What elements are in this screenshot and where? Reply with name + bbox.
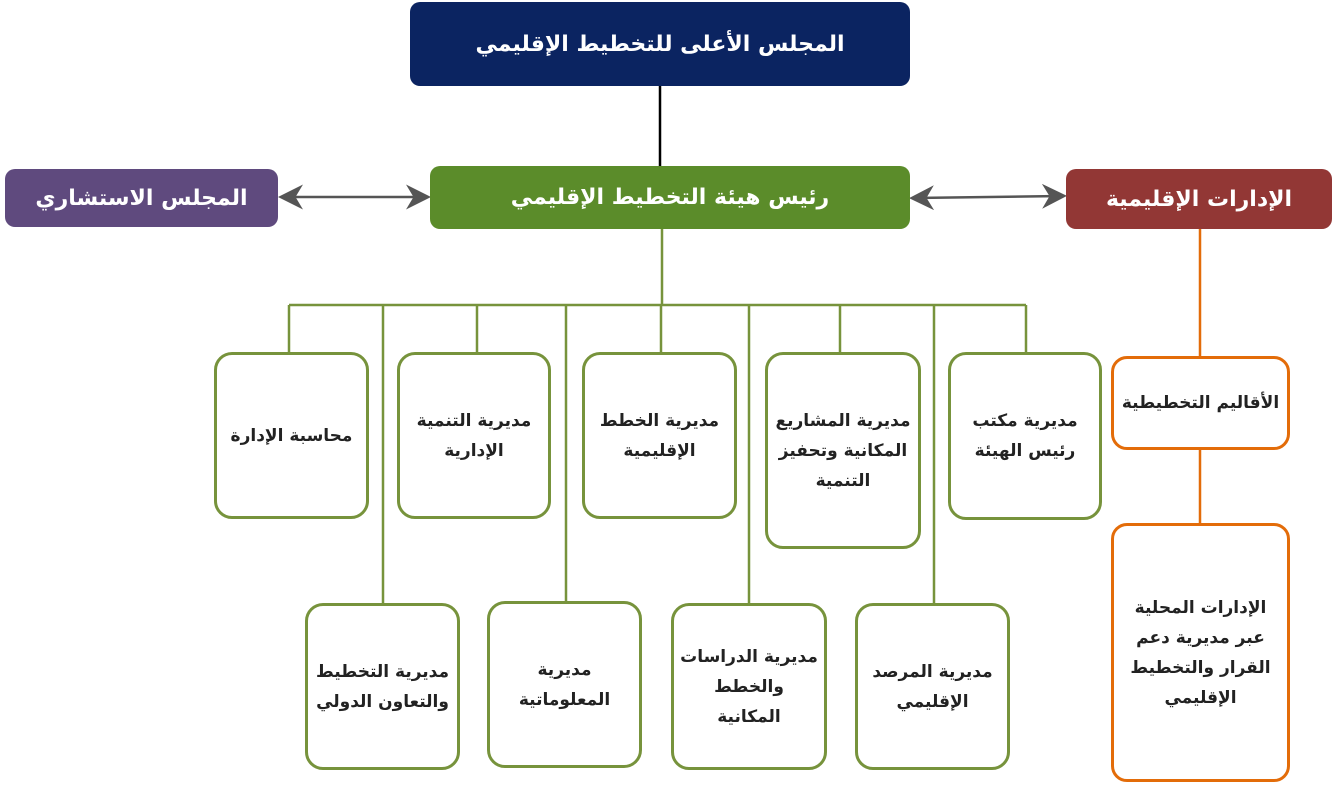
regional-arrow [909,183,1067,211]
dept-regional-observatory: مديرية المرصد الإقليمي [855,603,1010,770]
dept-admin-development: مديرية التنمية الإدارية [397,352,551,519]
dept-regional-plans: مديرية الخطط الإقليمية [582,352,737,519]
planning-regions-box: الأقاليم التخطيطية [1111,356,1290,450]
dept-president-office: مديرية مكتب رئيس الهيئة [948,352,1102,520]
dept-studies-spatial-plans: مديرية الدراسات والخطط المكانية [671,603,827,770]
supreme-council-box: المجلس الأعلى للتخطيط الإقليمي [410,2,910,86]
dept-connectors [287,229,1028,604]
advisory-council-box: المجلس الاستشاري [5,169,278,227]
dept-spatial-projects: مديرية المشاريع المكانية وتحفيز التنمية [765,352,921,549]
dept-accounting: محاسبة الإدارة [214,352,369,519]
local-administrations-box: الإدارات المحلية عبر مديرية دعم القرار و… [1111,523,1290,782]
president-box: رئيس هيئة التخطيط الإقليمي [430,166,910,229]
dept-planning-cooperation: مديرية التخطيط والتعاون الدولي [305,603,460,770]
regional-departments-box: الإدارات الإقليمية [1066,169,1332,229]
dept-informatics: مديرية المعلوماتية [487,601,642,768]
